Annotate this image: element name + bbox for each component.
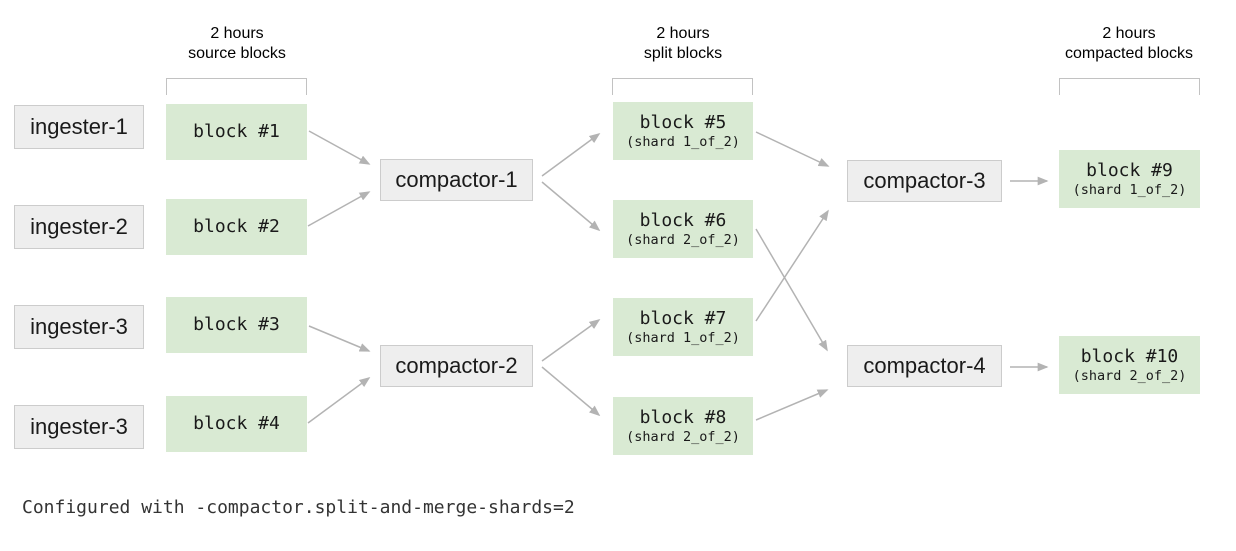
arrow-compactor2-to-block8 <box>541 366 601 417</box>
compacted-blocks-header-line2: compacted blocks <box>1064 45 1194 62</box>
split-block-6: block #6 (shard 2_of_2) <box>613 200 753 258</box>
ingester-3-node: ingester-3 <box>14 305 144 349</box>
ingester-2-node: ingester-2 <box>14 205 144 249</box>
arrow-block5-to-compactor3 <box>755 131 830 167</box>
ingester-4-label: ingester-3 <box>30 414 128 439</box>
source-blocks-header-line2: source blocks <box>188 45 286 62</box>
split-blocks-header: 2 hours split blocks <box>583 24 783 64</box>
compacted-block-10: block #10 (shard 2_of_2) <box>1059 336 1200 394</box>
ingester-4-node: ingester-3 <box>14 405 144 449</box>
compactor-3-node: compactor-3 <box>847 160 1002 202</box>
split-block-8-label: block #8 <box>639 406 727 428</box>
split-block-7-label: block #7 <box>639 307 727 329</box>
split-block-5: block #5 (shard 1_of_2) <box>613 102 753 160</box>
arrow-block8-to-compactor4 <box>755 389 829 421</box>
arrow-block7-to-compactor3 <box>755 209 829 322</box>
compactor-2-label: compactor-2 <box>395 353 518 378</box>
arrow-block2-to-compactor1 <box>307 191 371 227</box>
ingester-1-node: ingester-1 <box>14 105 144 149</box>
compactor-2-node: compactor-2 <box>380 345 533 387</box>
split-block-8: block #8 (shard 2_of_2) <box>613 397 753 455</box>
split-block-7: block #7 (shard 1_of_2) <box>613 298 753 356</box>
split-block-6-label: block #6 <box>639 209 727 231</box>
config-caption: Configured with -compactor.split-and-mer… <box>22 497 575 518</box>
split-blocks-header-line2: split blocks <box>643 45 723 62</box>
split-block-8-shard: (shard 2_of_2) <box>626 428 740 445</box>
source-block-1: block #1 <box>166 104 307 160</box>
compacted-block-10-label: block #10 <box>1080 345 1179 367</box>
source-block-4: block #4 <box>166 396 307 452</box>
source-blocks-header: 2 hours source blocks <box>137 24 337 64</box>
source-block-4-label: block #4 <box>193 413 280 434</box>
split-block-7-shard: (shard 1_of_2) <box>626 329 740 346</box>
ingester-2-label: ingester-2 <box>30 214 128 239</box>
compactor-4-node: compactor-4 <box>847 345 1002 387</box>
arrow-block4-to-compactor2 <box>307 377 371 424</box>
compacted-block-10-shard: (shard 2_of_2) <box>1072 367 1187 384</box>
compactor-1-node: compactor-1 <box>380 159 533 201</box>
arrow-block6-to-compactor4 <box>755 228 828 352</box>
split-block-5-label: block #5 <box>639 111 727 133</box>
compacted-block-9-label: block #9 <box>1086 159 1173 181</box>
compacted-blocks-bracket <box>1059 78 1200 95</box>
compacted-block-9: block #9 (shard 1_of_2) <box>1059 150 1200 208</box>
source-blocks-bracket <box>166 78 307 95</box>
ingester-3-label: ingester-3 <box>30 314 128 339</box>
compacted-blocks-header: 2 hours compacted blocks <box>1029 24 1229 64</box>
source-block-2: block #2 <box>166 199 307 255</box>
arrow-block3-to-compactor2 <box>308 325 371 352</box>
compactor-1-label: compactor-1 <box>395 167 518 192</box>
source-block-3: block #3 <box>166 297 307 353</box>
arrow-compactor1-to-block5 <box>541 133 601 177</box>
source-block-2-label: block #2 <box>193 216 280 237</box>
arrow-block1-to-compactor1 <box>308 130 371 165</box>
split-block-5-shard: (shard 1_of_2) <box>626 133 740 150</box>
compactor-4-label: compactor-4 <box>863 353 986 378</box>
ingester-1-label: ingester-1 <box>30 114 128 139</box>
split-block-6-shard: (shard 2_of_2) <box>626 231 740 248</box>
source-block-3-label: block #3 <box>193 314 280 335</box>
compacted-blocks-header-line1: 2 hours <box>1102 25 1156 42</box>
arrow-compactor2-to-block7 <box>541 319 601 362</box>
split-blocks-bracket <box>612 78 753 95</box>
compacted-block-9-shard: (shard 1_of_2) <box>1072 181 1187 198</box>
arrow-compactor1-to-block6 <box>541 181 601 232</box>
split-blocks-header-line1: 2 hours <box>656 25 710 42</box>
compactor-3-label: compactor-3 <box>863 168 986 193</box>
source-block-1-label: block #1 <box>193 121 280 142</box>
source-blocks-header-line1: 2 hours <box>210 25 264 42</box>
